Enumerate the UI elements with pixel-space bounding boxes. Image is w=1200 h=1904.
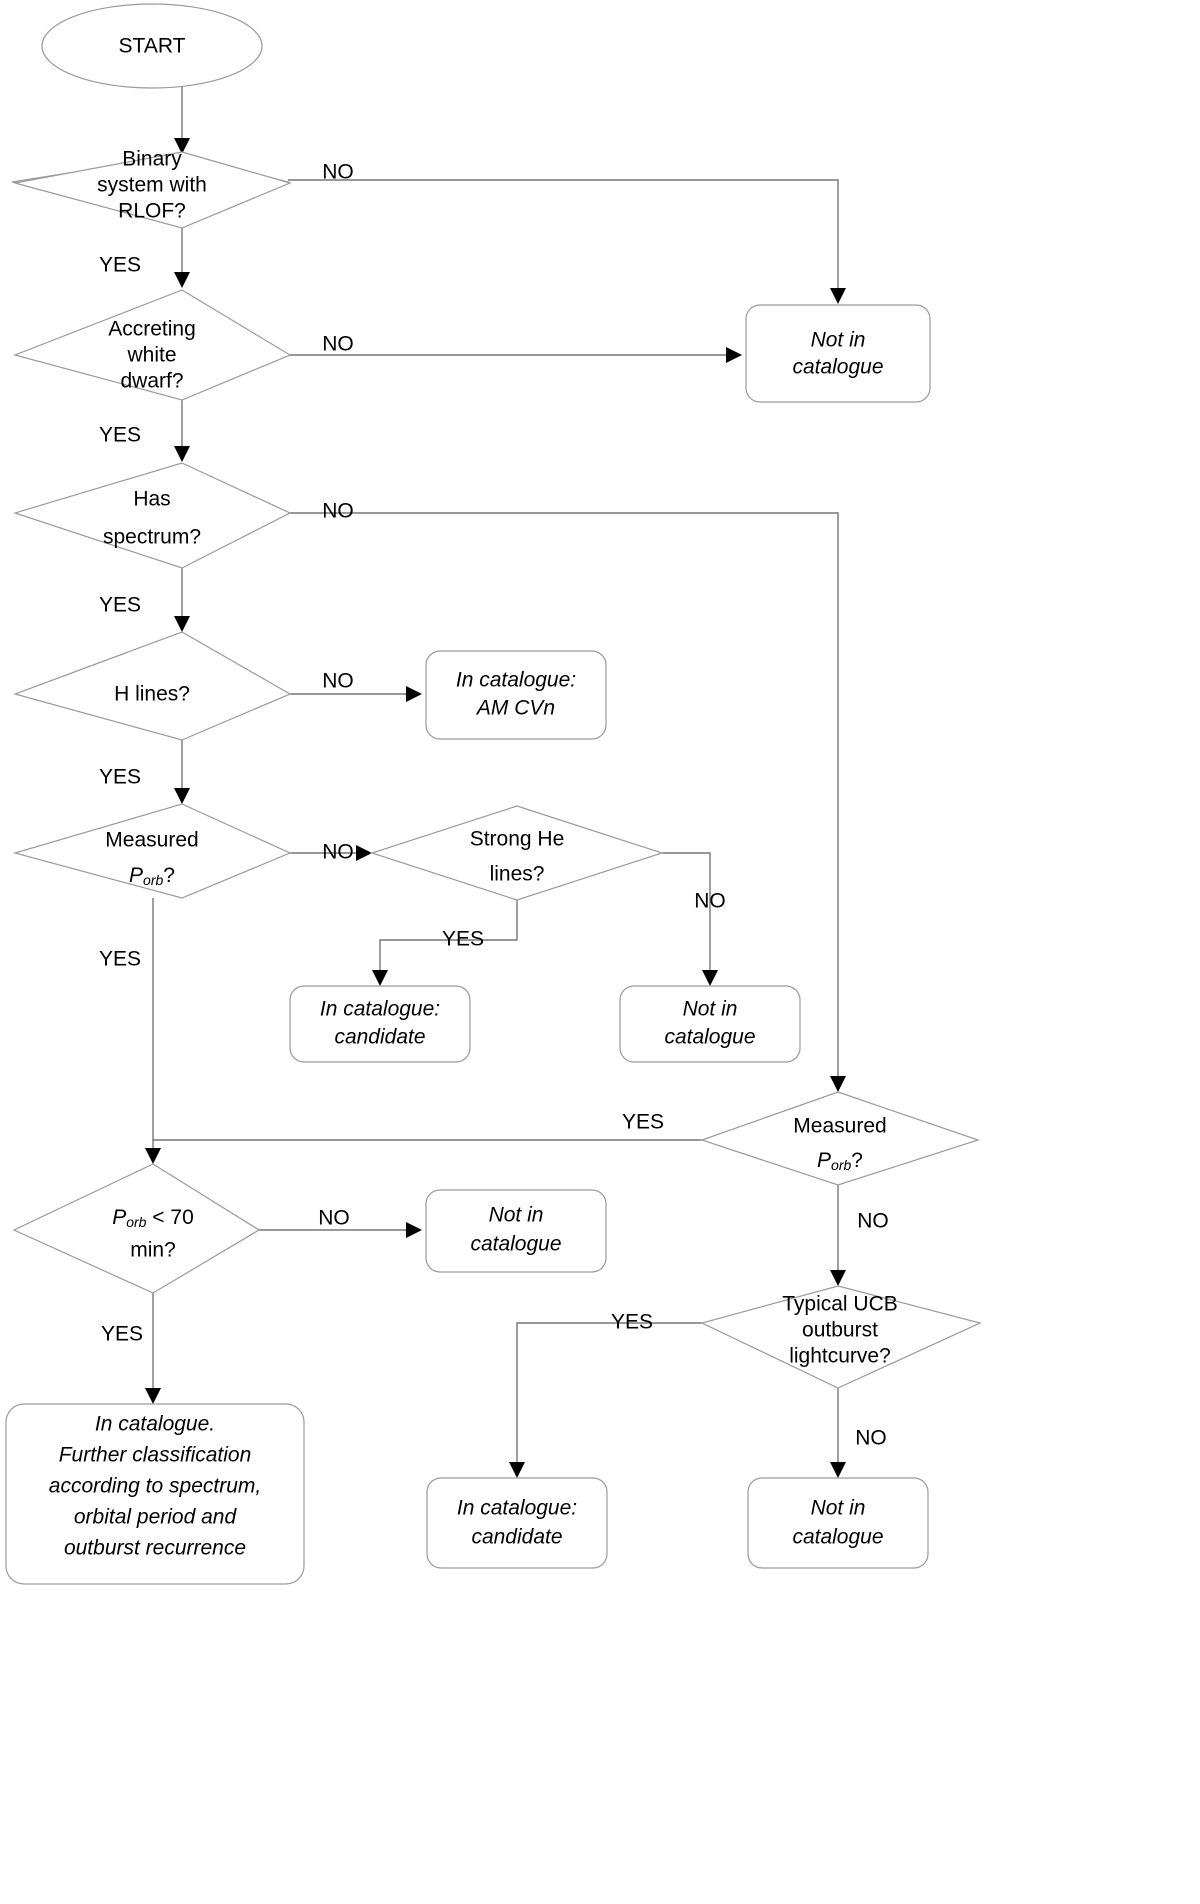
edge-label-ucb-yes: YES xyxy=(611,1311,653,1334)
edge-ucb-no xyxy=(830,1388,846,1478)
node-not-in-catalogue-2[interactable]: Not in catalogue xyxy=(619,985,801,1063)
node-in-catalogue-candidate-1[interactable]: In catalogue: candidate xyxy=(289,985,471,1063)
node-porb-lt-70[interactable]: Porb < 70 min? xyxy=(12,1163,261,1294)
edge-measured-left-yes xyxy=(145,898,161,1164)
node-in-catalogue-full[interactable]: In catalogue. Further classification acc… xyxy=(5,1403,305,1585)
edge-strong-he-no xyxy=(662,852,718,986)
edge-hlines-no xyxy=(288,686,422,702)
edge-label-accreting-yes: YES xyxy=(99,424,141,447)
edge-label-binary-yes: YES xyxy=(99,254,141,277)
full-line-2: Further classification xyxy=(59,1444,252,1467)
spectrum-line-1: Has xyxy=(133,488,170,511)
node-in-catalogue-candidate-2[interactable]: In catalogue: candidate xyxy=(426,1477,608,1569)
not-in-4-line-2: catalogue xyxy=(792,1526,883,1549)
edge-measured-left-no xyxy=(288,845,372,861)
edge-start-to-binary xyxy=(174,87,190,154)
edge-label-measured-right-yes: YES xyxy=(622,1111,664,1134)
node-strong-he-lines[interactable]: Strong He lines? xyxy=(370,805,664,901)
accreting-line-1: Accreting xyxy=(108,318,196,341)
strong-he-line-2: lines? xyxy=(490,863,545,886)
full-line-5: outburst recurrence xyxy=(64,1537,246,1560)
node-measured-porb-left[interactable]: Measured Porb? xyxy=(12,803,292,899)
edge-accreting-no xyxy=(288,347,742,363)
node-accreting-wd[interactable]: Accreting white dwarf? xyxy=(13,289,292,401)
edge-label-ucb-no: NO xyxy=(855,1427,887,1450)
not-in-4-line-1: Not in xyxy=(811,1497,866,1520)
edge-ucb-yes xyxy=(509,1322,702,1478)
edge-binary-no xyxy=(288,179,846,304)
accreting-line-2: white xyxy=(126,344,176,367)
ucb-line-1: Typical UCB xyxy=(782,1293,898,1316)
porb70-line-2: min? xyxy=(130,1239,176,1262)
edge-spectrum-yes xyxy=(174,568,190,632)
amcvn-line-2: AM CVn xyxy=(475,697,555,720)
edge-label-strong-he-yes: YES xyxy=(442,928,484,951)
edge-label-porb70-no: NO xyxy=(318,1207,350,1230)
edge-porb70-no xyxy=(259,1222,422,1238)
edge-label-measured-left-no: NO xyxy=(322,841,354,864)
node-not-in-catalogue-1[interactable]: Not in catalogue xyxy=(745,304,931,403)
node-binary-rlof[interactable]: Binary system with RLOF? xyxy=(11,148,292,229)
node-typical-ucb[interactable]: Typical UCB outburst lightcurve? xyxy=(700,1285,982,1389)
porb70-line-1: Porb < 70 xyxy=(112,1206,194,1230)
node-has-spectrum[interactable]: Has spectrum? xyxy=(12,462,292,569)
edge-label-strong-he-no: NO xyxy=(694,890,726,913)
edge-strong-he-yes xyxy=(372,898,518,986)
strong-he-line-1: Strong He xyxy=(470,828,565,851)
candidate-2-line-2: candidate xyxy=(471,1526,562,1549)
ucb-line-3: lightcurve? xyxy=(789,1345,891,1368)
edge-label-measured-left-yes: YES xyxy=(99,948,141,971)
edge-label-hlines-yes: YES xyxy=(99,766,141,789)
binary-line-2: system with xyxy=(97,174,207,197)
hlines-label: H lines? xyxy=(114,683,190,706)
edge-porb70-yes xyxy=(145,1293,161,1404)
not-in-3-line-2: catalogue xyxy=(470,1233,561,1256)
edge-label-spectrum-no: NO xyxy=(322,500,354,523)
not-in-2-line-2: catalogue xyxy=(664,1026,755,1049)
edge-label-measured-right-no: NO xyxy=(857,1210,889,1233)
measured-left-line-2: Porb? xyxy=(129,864,175,888)
full-line-3: according to spectrum, xyxy=(49,1475,261,1498)
edge-label-hlines-no: NO xyxy=(322,670,354,693)
measured-left-line-1: Measured xyxy=(105,829,198,852)
node-in-catalogue-amcvn[interactable]: In catalogue: AM CVn xyxy=(425,650,607,740)
node-start[interactable]: START xyxy=(41,3,263,89)
node-not-in-catalogue-3[interactable]: Not in catalogue xyxy=(425,1189,607,1273)
not-in-2-line-1: Not in xyxy=(683,998,738,1021)
edge-measured-right-no xyxy=(830,1185,846,1286)
not-in-1-line-1: Not in xyxy=(811,329,866,352)
edge-hlines-yes xyxy=(174,740,190,804)
candidate-2-line-1: In catalogue: xyxy=(457,1497,577,1520)
binary-line-3: RLOF? xyxy=(118,200,186,223)
accreting-line-3: dwarf? xyxy=(120,370,183,393)
edge-spectrum-no xyxy=(288,512,846,1092)
measured-right-line-1: Measured xyxy=(793,1115,886,1138)
node-h-lines[interactable]: H lines? xyxy=(13,631,292,741)
node-measured-porb-right[interactable]: Measured Porb? xyxy=(700,1091,980,1186)
node-start-label: START xyxy=(119,35,186,58)
candidate-1-line-1: In catalogue: xyxy=(320,998,440,1021)
measured-right-line-2: Porb? xyxy=(817,1149,863,1173)
edge-label-spectrum-yes: YES xyxy=(99,594,141,617)
edge-binary-yes xyxy=(174,224,190,288)
edge-accreting-yes xyxy=(174,400,190,462)
full-line-4: orbital period and xyxy=(74,1506,238,1529)
edge-label-accreting-no: NO xyxy=(322,333,354,356)
full-line-1: In catalogue. xyxy=(95,1413,215,1436)
edge-label-binary-no: NO xyxy=(322,161,354,184)
ucb-line-2: outburst xyxy=(802,1319,878,1342)
amcvn-line-1: In catalogue: xyxy=(456,669,576,692)
binary-line-1: Binary xyxy=(122,148,182,171)
candidate-1-line-2: candidate xyxy=(334,1026,425,1049)
edge-label-porb70-yes: YES xyxy=(101,1323,143,1346)
not-in-1-line-2: catalogue xyxy=(792,356,883,379)
not-in-3-line-1: Not in xyxy=(489,1204,544,1227)
spectrum-line-2: spectrum? xyxy=(103,526,201,549)
node-not-in-catalogue-4[interactable]: Not in catalogue xyxy=(747,1477,929,1569)
